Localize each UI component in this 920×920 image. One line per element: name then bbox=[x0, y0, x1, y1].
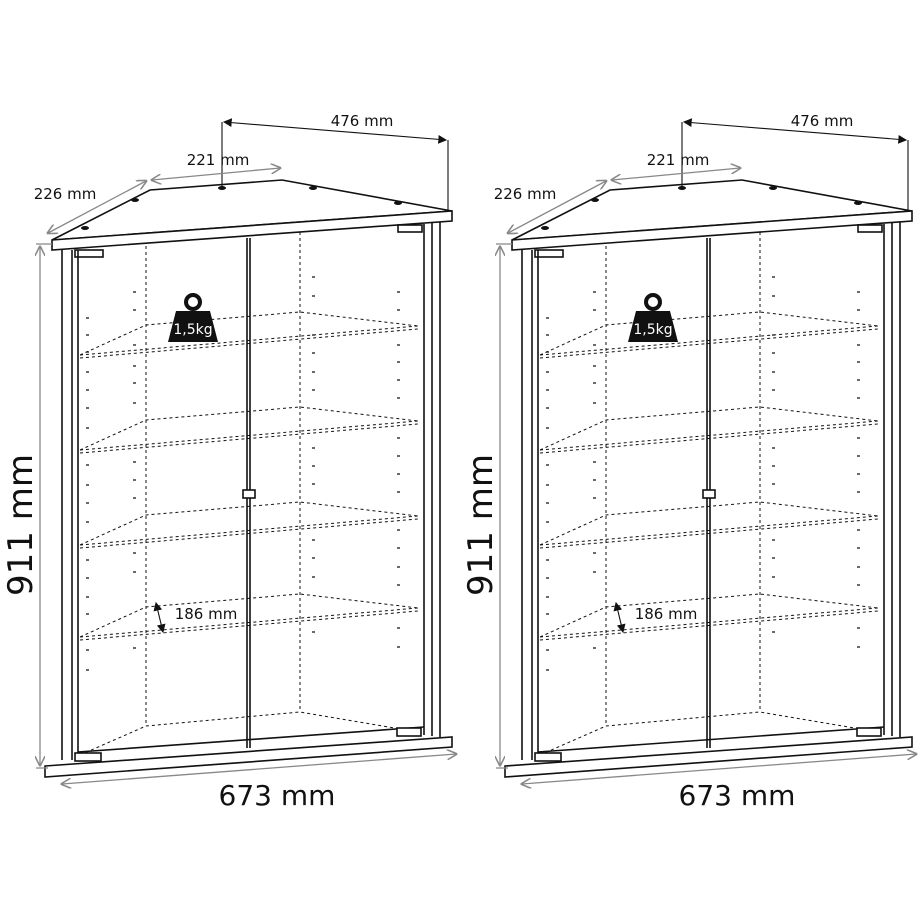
top-slab-front bbox=[51, 210, 453, 251]
cabinet-diagram-left: 1,5kg 476 mm 221 mm 226 mm 911 mm 673 mm… bbox=[1, 112, 456, 812]
hinge bbox=[396, 727, 422, 737]
dimension-depth: 476 mm bbox=[221, 112, 449, 210]
shelf bbox=[539, 311, 879, 359]
shelf bbox=[79, 406, 419, 454]
hinge bbox=[534, 752, 562, 762]
shelf-pin-holes bbox=[546, 276, 860, 671]
weight-icon: 1,5kg bbox=[168, 293, 218, 342]
door-handle[interactable] bbox=[702, 489, 716, 499]
weight-icon: 1,5kg bbox=[628, 293, 678, 342]
dimension-front: 221 mm bbox=[152, 151, 280, 180]
floor-outline bbox=[539, 711, 879, 756]
side-label: 226 mm bbox=[494, 185, 557, 203]
dimension-width: 673 mm bbox=[62, 754, 456, 812]
right-post bbox=[423, 222, 441, 737]
dimension-shelf-gap: 186 mm bbox=[613, 601, 698, 634]
hinge bbox=[534, 249, 564, 258]
right-post bbox=[883, 222, 901, 737]
bottom-slab bbox=[44, 736, 453, 778]
left-post bbox=[521, 250, 539, 760]
cabinet-body bbox=[44, 179, 453, 778]
hinge bbox=[856, 727, 882, 737]
dimension-depth: 476 mm bbox=[681, 112, 909, 210]
cabinet-body bbox=[504, 179, 913, 778]
weight-label: 1,5kg bbox=[173, 322, 212, 338]
depth-label: 476 mm bbox=[791, 112, 854, 130]
back-corner-lines bbox=[145, 232, 301, 726]
top-slab-front bbox=[511, 210, 913, 251]
shelf bbox=[539, 593, 879, 641]
hinge bbox=[857, 224, 883, 233]
door-bottom-edge bbox=[537, 726, 885, 753]
shelf bbox=[539, 406, 879, 454]
door-bottom-edge bbox=[77, 726, 425, 753]
width-label: 673 mm bbox=[679, 779, 796, 812]
dimension-height: 911 mm bbox=[461, 243, 512, 769]
hinge bbox=[397, 224, 423, 233]
bottom-slab bbox=[504, 736, 913, 778]
dimension-height: 911 mm bbox=[1, 243, 52, 769]
height-label: 911 mm bbox=[461, 454, 501, 596]
shelf-gap-label: 186 mm bbox=[635, 605, 698, 623]
shelf bbox=[79, 501, 419, 549]
dimension-side: 226 mm bbox=[494, 181, 606, 233]
front-label: 221 mm bbox=[647, 151, 710, 169]
cabinet-diagram-right: 1,5kg 476 mm 221 mm 226 mm 911 mm 673 mm… bbox=[461, 112, 916, 812]
floor-outline bbox=[79, 711, 419, 756]
height-label: 911 mm bbox=[1, 454, 41, 596]
dimension-side: 226 mm bbox=[34, 181, 146, 233]
shelf-gap-label: 186 mm bbox=[175, 605, 238, 623]
shelf bbox=[539, 501, 879, 549]
front-label: 221 mm bbox=[187, 151, 250, 169]
shelf-pin-holes bbox=[86, 276, 400, 671]
depth-label: 476 mm bbox=[331, 112, 394, 130]
door-handle[interactable] bbox=[242, 489, 256, 499]
left-post bbox=[61, 250, 79, 760]
hinge bbox=[74, 249, 104, 258]
side-label: 226 mm bbox=[34, 185, 97, 203]
shelf bbox=[79, 311, 419, 359]
dimension-shelf-gap: 186 mm bbox=[153, 601, 238, 634]
shelf bbox=[79, 593, 419, 641]
dimension-width: 673 mm bbox=[522, 754, 916, 812]
dimension-front: 221 mm bbox=[612, 151, 740, 180]
weight-label: 1,5kg bbox=[633, 322, 672, 338]
hinge bbox=[74, 752, 102, 762]
back-corner-lines bbox=[605, 232, 761, 726]
width-label: 673 mm bbox=[219, 779, 336, 812]
